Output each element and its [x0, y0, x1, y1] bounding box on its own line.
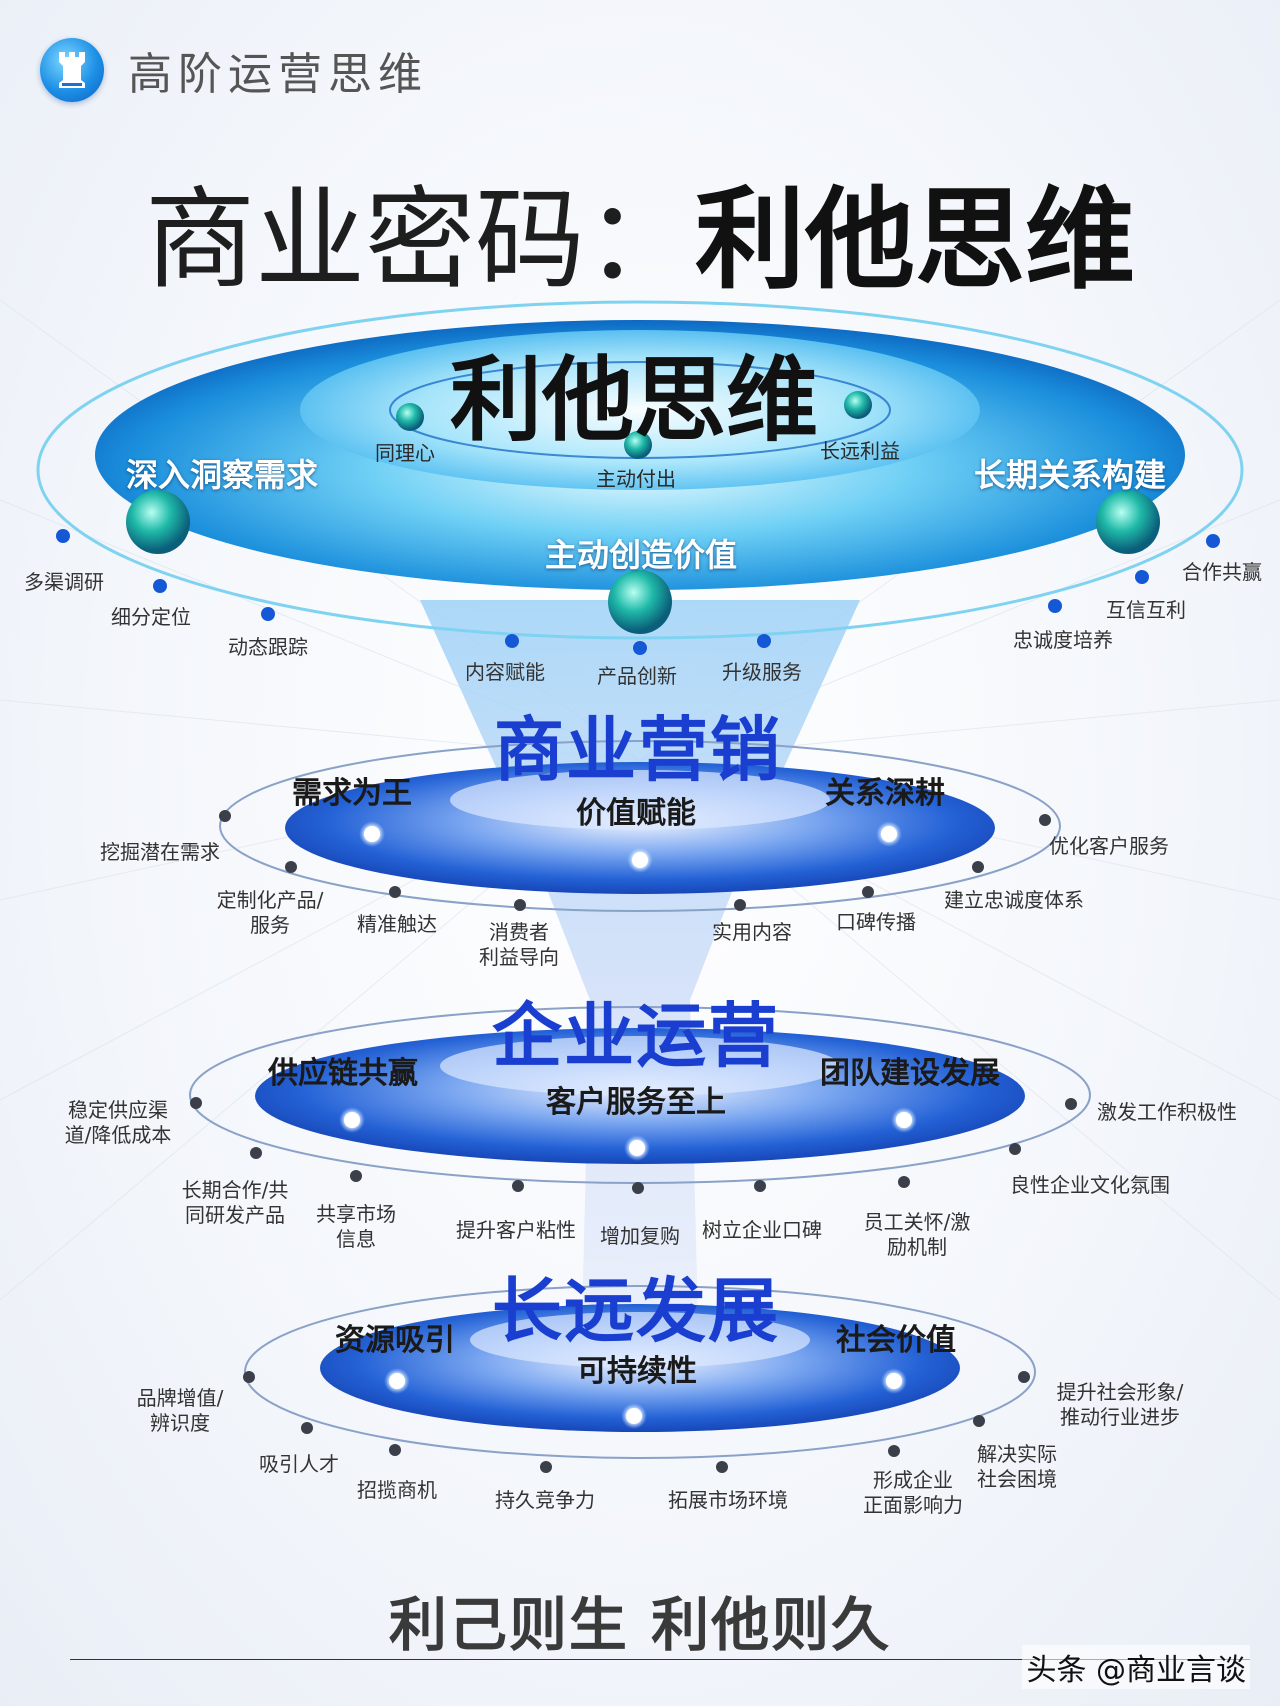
tier2-center-item-2: 增加复购	[600, 1224, 680, 1248]
top-left-item-2: 细分定位	[111, 605, 191, 629]
tier3-right-item-1: 形成企业 正面影响力	[863, 1468, 963, 1517]
top-center-item-2: 产品创新	[597, 664, 677, 688]
tier2-left-item-3: 共享市场 信息	[316, 1202, 396, 1251]
tier2-title: 企业运营	[492, 995, 780, 1077]
tier3-outer-dots	[243, 1371, 1030, 1473]
top-left-item-1: 多渠调研	[24, 570, 104, 594]
tier1-outer-dots	[219, 810, 1051, 911]
tier3-left-item-3: 招揽商机	[357, 1478, 437, 1502]
top-title: 利他思维	[449, 347, 819, 454]
chess-rook-icon	[40, 38, 104, 102]
tier3-center-item-2: 拓展市场环境	[668, 1488, 788, 1512]
tier1-left-item-3: 精准触达	[357, 912, 437, 936]
tier1-left-item-2: 定制化产品/ 服务	[216, 888, 324, 937]
top-right-item-3: 合作共赢	[1182, 560, 1262, 584]
tier1-right-item-1: 口碑传播	[836, 910, 916, 934]
top-outer-dots	[56, 529, 1220, 655]
tier3-left-label: 资源吸引	[335, 1323, 455, 1358]
tier3-nodes	[384, 1368, 907, 1429]
tier3-inner	[470, 1312, 810, 1368]
page-title: 商业密码：利他思维	[0, 150, 1280, 310]
sphere-right	[1096, 490, 1160, 554]
tier2-right-item-2: 良性企业文化氛围	[1010, 1173, 1170, 1197]
top-inner-label-1: 同理心	[375, 441, 435, 465]
top-right-item-1: 忠诚度培养	[1013, 628, 1113, 652]
tier2-left-item-2: 长期合作/共 同研发产品	[181, 1178, 289, 1227]
tier3-right-item-3: 提升社会形象/ 推动行业进步	[1056, 1380, 1184, 1429]
top-right-item-2: 互信互利	[1106, 598, 1186, 622]
tier2-center-label: 客户服务至上	[546, 1085, 726, 1120]
tier2-nodes	[339, 1107, 917, 1161]
tier1-left-label: 需求为王	[292, 776, 412, 811]
top-inner-disk	[300, 330, 980, 490]
tier3-title: 长远发展	[492, 1270, 780, 1352]
inner-sphere-3	[844, 391, 872, 419]
tier2-right-item-1: 员工关怀/激 励机制	[863, 1210, 971, 1259]
tier2-left-label: 供应链共赢	[268, 1056, 418, 1091]
tier2-outer-dots	[190, 1097, 1077, 1194]
tier2-left-item-1: 稳定供应渠 道/降低成本	[64, 1098, 172, 1147]
tier1-center-item-1: 消费者 利益导向	[479, 920, 559, 969]
tier3-right-item-2: 解决实际 社会困境	[977, 1442, 1057, 1491]
title-part2: 利他思维	[695, 176, 1135, 304]
tier3-center-item-1: 持久竞争力	[495, 1488, 595, 1512]
top-inner-label-2: 主动付出	[596, 467, 676, 491]
tier1-title: 商业营销	[494, 709, 782, 791]
brand: 高阶运营思维	[40, 38, 428, 102]
tier3-left-item-2: 吸引人才	[259, 1452, 339, 1476]
tier2-right-label: 团队建设发展	[820, 1056, 1000, 1091]
tier3-right-label: 社会价值	[836, 1323, 956, 1358]
top-center-item-1: 内容赋能	[465, 660, 545, 684]
sphere-left	[126, 490, 190, 554]
tier3-left-item-1: 品牌增值/ 辨识度	[136, 1386, 224, 1435]
top-left-item-3: 动态跟踪	[228, 635, 308, 659]
inner-sphere-1	[396, 403, 424, 431]
tier2-center-item-1: 提升客户粘性	[456, 1218, 576, 1242]
sphere-center	[608, 570, 672, 634]
top-inner-label-3: 长远利益	[820, 439, 900, 463]
slogan: 利己则生 利他则久	[388, 1591, 892, 1659]
source-credit: 头条 @商业言谈	[1022, 1645, 1250, 1689]
top-outer-ring	[36, 300, 1244, 640]
top-right-label: 长期关系构建	[973, 456, 1167, 494]
tier1-inner	[450, 770, 830, 830]
tier2-right-item-3: 激发工作积极性	[1097, 1100, 1237, 1124]
tier3-center-label: 可持续性	[577, 1354, 697, 1389]
tier1-nodes	[359, 821, 902, 873]
tier1-left-item-1: 挖掘潜在需求	[100, 840, 220, 864]
tier1-outer-ring	[219, 740, 1061, 912]
tier1-right-item-3: 优化客户服务	[1049, 834, 1169, 858]
top-center-item-3: 升级服务	[722, 660, 802, 684]
tier1-right-item-2: 建立忠诚度体系	[944, 888, 1084, 912]
tier1-center-label: 价值赋能	[576, 796, 696, 831]
tier1-right-label: 关系深耕	[825, 776, 945, 811]
tier2-inner	[440, 1036, 840, 1096]
brand-name: 高阶运营思维	[128, 49, 428, 100]
footer-divider	[70, 1659, 1250, 1660]
tier3-outer-ring	[244, 1285, 1036, 1459]
tier1-center-item-2: 实用内容	[712, 920, 792, 944]
top-left-label: 深入洞察需求	[125, 456, 319, 494]
tier2-center-item-3: 树立企业口碑	[702, 1218, 822, 1242]
title-part1: 商业密码：	[145, 176, 695, 304]
inner-sphere-2	[624, 431, 652, 459]
top-center-label: 主动创造价值	[544, 536, 738, 574]
